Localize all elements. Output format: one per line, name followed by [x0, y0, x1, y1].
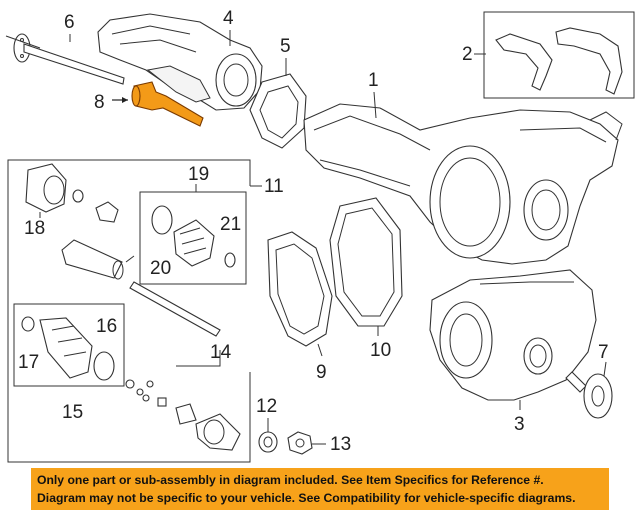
part-6-axle-shaft [5, 33, 125, 85]
part-10-gasket [329, 197, 403, 336]
callout-9: 9 [316, 362, 327, 383]
callout-7: 7 [598, 342, 609, 363]
part-5-gasket [249, 58, 307, 149]
part-13-nut [287, 431, 326, 455]
callout-14: 14 [210, 342, 232, 363]
callout-2: 2 [462, 44, 473, 65]
disclaimer-banner: Only one part or sub-assembly in diagram… [31, 468, 609, 510]
sleeve-part [61, 239, 124, 280]
part-7-flange [565, 361, 613, 419]
callout-10: 10 [370, 340, 391, 361]
callout-16: 16 [96, 316, 117, 337]
callout-19: 19 [188, 164, 209, 185]
callout-4: 4 [223, 8, 234, 29]
kit-11-box [7, 159, 262, 463]
part-8-shaft-highlighted [112, 81, 204, 127]
callouts: 6 4 5 2 1 8 19 11 21 18 20 16 17 14 15 1… [18, 8, 609, 455]
part-14-cv-joint [125, 350, 241, 451]
callout-13: 13 [330, 434, 351, 455]
part-9-cover [267, 231, 333, 357]
callout-21: 21 [220, 214, 241, 235]
leader-lines [69, 30, 231, 263]
kit-19-box [139, 184, 247, 285]
callout-20: 20 [150, 258, 171, 279]
part-3-carrier-housing [429, 269, 597, 410]
callout-17: 17 [18, 352, 39, 373]
part-4-axle-housing [97, 13, 263, 111]
callout-3: 3 [514, 414, 525, 435]
kit-shaft [129, 281, 221, 337]
part-1-carrier-assembly [303, 91, 623, 265]
part-2-brackets-box [474, 11, 635, 99]
callout-8: 8 [94, 92, 105, 113]
callout-5: 5 [280, 36, 291, 57]
part-12-seal [258, 418, 278, 453]
callout-18: 18 [24, 218, 45, 239]
callout-12: 12 [256, 396, 277, 417]
disclaimer-line-1: Only one part or sub-assembly in diagram… [37, 473, 544, 487]
disclaimer-line-2: Diagram may not be specific to your vehi… [37, 491, 576, 505]
part-18-boot [25, 163, 119, 223]
kit-15-box [13, 303, 125, 387]
callout-1: 1 [368, 70, 379, 91]
callout-15: 15 [62, 402, 83, 423]
callout-6: 6 [64, 12, 75, 33]
callout-11: 11 [264, 176, 284, 197]
